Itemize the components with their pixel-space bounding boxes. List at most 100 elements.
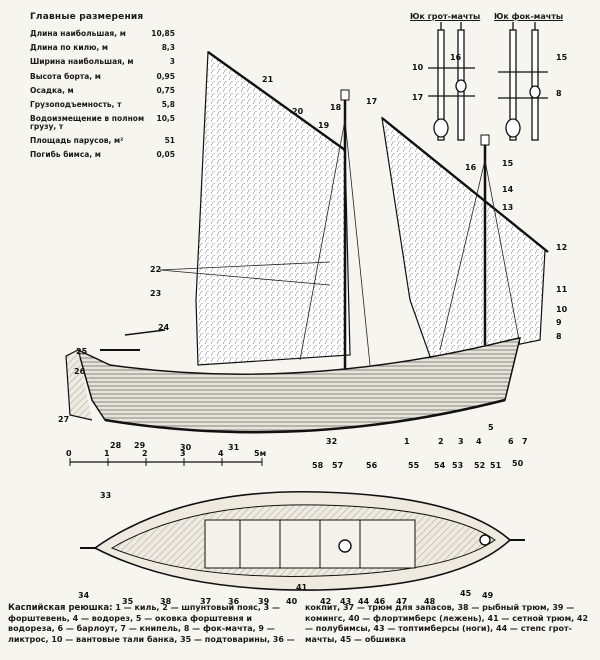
dimension-value: 10,85 xyxy=(151,29,175,38)
dimension-label: Площадь парусов, м² xyxy=(30,136,124,146)
dimension-row: Площадь парусов, м² 51 xyxy=(30,137,175,151)
callout-number: 34 xyxy=(78,591,90,600)
callout-number: 8 xyxy=(556,89,562,98)
callout-number: 1 xyxy=(404,437,410,446)
dimension-label: Погибь бимса, м xyxy=(30,150,101,160)
dimension-row: Ширина наибольшая, м 3 xyxy=(30,58,175,72)
callout-number: 2 xyxy=(438,437,444,446)
callout-number: 23 xyxy=(150,289,161,298)
main-mast-detail-title: Юк грот-мачты xyxy=(410,12,481,21)
hull-side xyxy=(65,329,522,434)
scale-label: 4 xyxy=(218,449,224,458)
callout-number: 5 xyxy=(488,423,494,432)
callout-number: 12 xyxy=(556,243,567,252)
callout-number: 16 xyxy=(450,53,462,62)
callout-number: 29 xyxy=(134,441,146,450)
callout-number: 13 xyxy=(502,203,513,212)
callout-number: 57 xyxy=(332,461,343,470)
scale-label: 5м xyxy=(254,449,266,458)
dimension-value: 0,05 xyxy=(156,150,175,160)
dimension-row: Осадка, м 0,75 xyxy=(30,87,175,101)
hull-plan-view xyxy=(80,490,525,591)
callout-number: 9 xyxy=(556,318,562,327)
callout-number: 15 xyxy=(556,53,568,62)
callout-number: 18 xyxy=(330,103,342,112)
callout-number: 41 xyxy=(296,583,308,592)
caption-title: Каспийская реюшка: xyxy=(8,603,113,613)
fore-sail xyxy=(381,116,549,363)
callout-number: 46 xyxy=(374,597,386,606)
scale-label: 1 xyxy=(104,449,110,458)
dimension-value: 3 xyxy=(169,57,175,67)
fore-mast-detail-drawing xyxy=(498,22,548,141)
callout-number: 54 xyxy=(434,461,446,470)
dimension-label: Осадка, м xyxy=(30,85,74,95)
callout-number: 27 xyxy=(58,415,69,424)
dimension-row: Водоизмещение в полном грузу, т 10,5 xyxy=(30,115,175,137)
callout-number: 25 xyxy=(76,347,88,356)
fore-mast xyxy=(480,134,490,345)
callout-number: 53 xyxy=(452,461,463,470)
callout-number: 45 xyxy=(460,589,472,598)
scale-label: 0 xyxy=(66,449,72,458)
callout-number: 58 xyxy=(312,461,324,470)
callout-number: 48 xyxy=(424,597,436,606)
callout-number: 44 xyxy=(358,597,370,606)
dimensions-title: Главные размерения xyxy=(30,12,144,22)
callout-number: 21 xyxy=(262,75,274,84)
rigging xyxy=(159,119,521,366)
figure-caption: Каспийская реюшка: 1 — киль, 2 — шпунтов… xyxy=(8,603,592,645)
callout-number: 22 xyxy=(150,265,161,274)
main-sail xyxy=(195,50,351,366)
callout-number: 8 xyxy=(556,332,562,341)
callout-number: 51 xyxy=(490,461,502,470)
scale-label: 2 xyxy=(142,449,148,458)
callout-number: 50 xyxy=(512,459,524,468)
dimension-label: Длина по килю, м xyxy=(30,43,108,53)
callout-number: 17 xyxy=(366,97,377,106)
callout-number: 37 xyxy=(200,597,211,606)
callout-number: 42 xyxy=(320,597,331,606)
callout-number: 28 xyxy=(110,441,122,450)
dimension-row: Грузоподъемность, т 5,8 xyxy=(30,101,175,115)
dimension-label: Длина наибольшая, м xyxy=(30,29,126,38)
scale-label: 3 xyxy=(180,449,186,458)
callout-number: 7 xyxy=(522,437,528,446)
callout-number: 19 xyxy=(318,121,330,130)
dimension-value: 0,75 xyxy=(156,85,175,95)
plan-view-callouts: 33 34 35 36 37 38 39 40 41 42 43 44 45 4… xyxy=(78,459,524,606)
scale-bar: 0 1 2 3 4 5м xyxy=(66,449,266,466)
dimension-label: Водоизмещение в полном грузу, т xyxy=(30,114,145,131)
dimension-label: Ширина наибольшая, м xyxy=(30,57,134,67)
callout-number: 36 xyxy=(228,597,240,606)
callout-number: 47 xyxy=(396,597,407,606)
caption-text: 1 — киль, 2 — шпунтовый пояс, 3 — форште… xyxy=(8,603,589,644)
dimension-row: Длина по килю, м 8,3 xyxy=(30,44,175,58)
dimension-label: Грузоподъемность, т xyxy=(30,99,122,109)
callout-number: 33 xyxy=(100,491,111,500)
callout-number: 32 xyxy=(326,437,337,446)
callout-number: 40 xyxy=(286,597,298,606)
callout-number: 35 xyxy=(122,597,134,606)
side-view-callouts: 21 20 19 18 17 16 15 14 13 12 11 10 9 8 … xyxy=(58,75,568,452)
dimension-row: Погибь бимса, м 0,05 xyxy=(30,151,175,165)
callout-number: 10 xyxy=(556,305,568,314)
callout-number: 3 xyxy=(458,437,464,446)
callout-number: 30 xyxy=(180,443,192,452)
callout-number: 6 xyxy=(508,437,514,446)
dimension-value: 5,8 xyxy=(161,99,175,109)
callout-number: 24 xyxy=(158,323,170,332)
callout-number: 55 xyxy=(408,461,420,470)
dimension-row: Длина наибольшая, м 10,85 xyxy=(30,30,175,44)
callout-number: 31 xyxy=(228,443,240,452)
dimension-value: 51 xyxy=(164,136,175,146)
main-mast-detail-drawing xyxy=(428,22,475,141)
dimension-value: 10,5 xyxy=(156,114,175,124)
callout-number: 17 xyxy=(412,93,423,102)
callout-number: 49 xyxy=(482,591,494,600)
callout-number: 10 xyxy=(412,63,424,72)
dimension-value: 8,3 xyxy=(161,43,175,53)
